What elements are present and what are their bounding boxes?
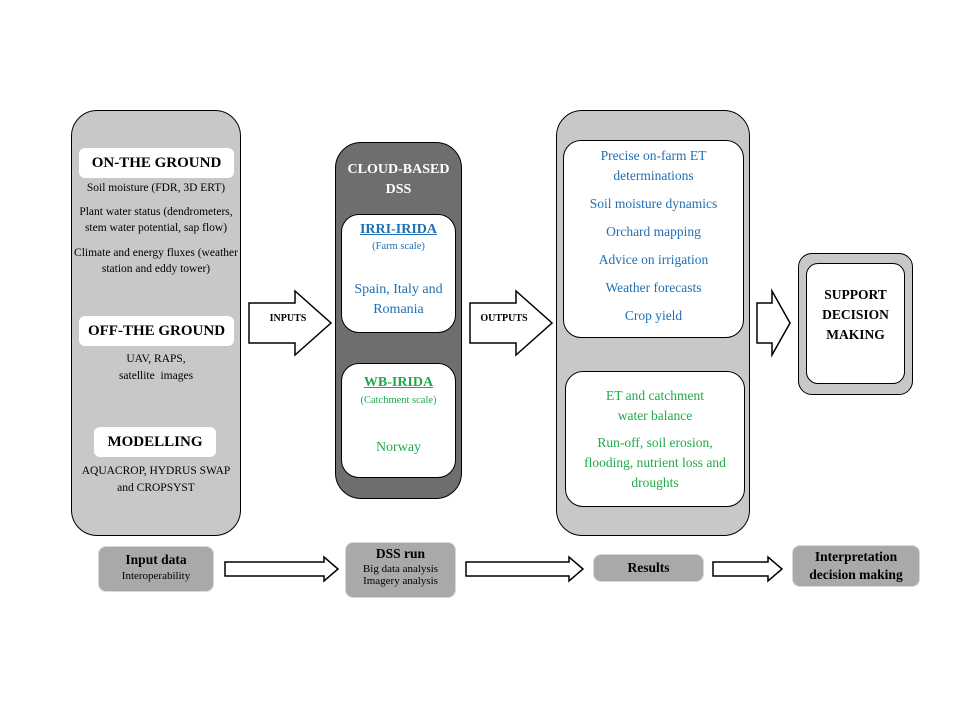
wb-regions: Norway (375, 440, 422, 455)
dss-run-pill: DSS run Big data analysis Imagery analys… (345, 542, 456, 598)
support-arrow (756, 288, 791, 358)
wb-irida-title: WB-IRIDA (363, 375, 434, 390)
dss-run-title: DSS run (375, 546, 426, 561)
cloud-dss-title-line1: CLOUD-BASED (347, 162, 450, 177)
input-data-pill: Input data Interoperability (98, 546, 214, 592)
climate-fluxes-text: Climate and energy fluxes (weather stati… (74, 247, 238, 275)
outputs-arrow (469, 289, 554, 357)
bottom-arrow-3 (712, 555, 784, 583)
satellite-images-text: satellite images (118, 370, 194, 382)
input-data-title: Input data (125, 552, 187, 567)
catchment-results-box (565, 371, 745, 507)
input-data-sub: Interoperability (121, 570, 191, 582)
outputs-label: OUTPUTS (480, 313, 528, 324)
interpretation-line1: Interpretation (814, 549, 898, 564)
interpretation-line2: decision making (809, 567, 903, 582)
result-et-line2: determinations (613, 168, 694, 183)
field-results-list: Precise on-farm ET determinations Soil m… (563, 146, 744, 326)
cloud-dss-title-line2: DSS (385, 182, 412, 197)
wb-irida-scale: (Catchment scale) (360, 395, 437, 406)
bottom-arrow-1 (224, 555, 340, 583)
cloud-dss-title: CLOUD-BASED DSS (335, 160, 462, 200)
catchment-results-list: ET and catchment water balance Run-off, … (565, 386, 745, 493)
result-orchard-mapping: Orchard mapping (606, 224, 701, 239)
inputs-arrow (248, 289, 333, 357)
irri-irida-title: IRRI-IRIDA (359, 222, 437, 237)
irri-regions-line1: Spain, Italy and (354, 282, 443, 297)
irri-regions-line2: Romania (373, 302, 424, 317)
uav-raps-text: UAV, RAPS, (126, 353, 186, 365)
dss-run-sub2: Imagery analysis (363, 575, 438, 587)
modelling-heading: MODELLING (94, 427, 216, 457)
result-weather-forecasts: Weather forecasts (605, 280, 702, 295)
cropsyst-text: and CROPSYST (117, 482, 195, 494)
dss-run-sub1: Big data analysis (362, 563, 439, 575)
result-crop-yield: Crop yield (624, 308, 683, 323)
results-title: Results (627, 560, 670, 575)
support-line2: DECISION (822, 307, 889, 322)
wb-irida-box (341, 363, 456, 478)
result-soil-moisture: Soil moisture dynamics (589, 196, 718, 211)
support-line1: SUPPORT (824, 287, 887, 302)
result-irrigation-advice: Advice on irrigation (598, 252, 709, 267)
field-results-box (563, 140, 744, 338)
inputs-label: INPUTS (269, 313, 307, 324)
result-et-catchment-line2: water balance (617, 408, 693, 423)
interpretation-pill: Interpretation decision making (792, 545, 920, 587)
support-line3: MAKING (826, 327, 885, 342)
on-the-ground-heading: ON-THE GROUND (79, 148, 234, 178)
aquacrop-text: AQUACROP, HYDRUS SWAP (81, 465, 231, 477)
result-runoff-line1: Run-off, soil erosion, (597, 435, 713, 450)
result-et-catchment-line1: ET and catchment (606, 388, 704, 403)
off-the-ground-heading: OFF-THE GROUND (79, 316, 234, 346)
plant-water-status-text: Plant water status (dendrometers, stem w… (79, 206, 233, 234)
results-pill: Results (593, 554, 704, 582)
bottom-arrow-2 (465, 555, 585, 583)
irri-irida-box (341, 214, 456, 333)
result-et-line1: Precise on-farm ET (600, 148, 707, 163)
result-runoff-line3: droughts (631, 475, 679, 490)
result-runoff-line2: flooding, nutrient loss and (584, 455, 726, 470)
support-inner-box (806, 263, 905, 384)
soil-moisture-text: Soil moisture (FDR, 3D ERT) (86, 182, 226, 194)
support-decision-text: SUPPORT DECISION MAKING (806, 285, 905, 345)
irri-irida-scale: (Farm scale) (372, 241, 425, 252)
